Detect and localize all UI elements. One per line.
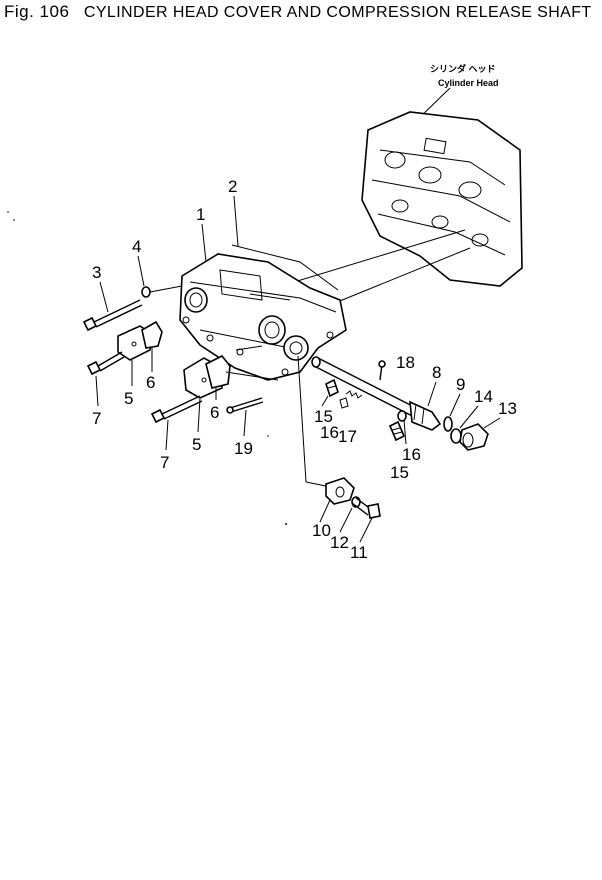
spring-17 bbox=[345, 390, 363, 399]
callout-19: 19 bbox=[234, 439, 253, 458]
leader-lever bbox=[297, 355, 307, 483]
cover-gasket bbox=[231, 244, 339, 291]
knob-13 bbox=[459, 423, 489, 451]
washer-16-lower bbox=[397, 410, 407, 422]
figure-header: Fig. 106 CYLINDER HEAD COVER AND COMPRES… bbox=[4, 2, 602, 28]
lever-10 bbox=[325, 477, 355, 505]
gasket-6-upper bbox=[141, 320, 163, 349]
leader-19 bbox=[243, 409, 247, 437]
leader-10 bbox=[319, 499, 331, 523]
callout-14: 14 bbox=[474, 387, 493, 406]
figure-title: CYLINDER HEAD COVER AND COMPRESSION RELE… bbox=[83, 4, 592, 21]
callout-3: 3 bbox=[92, 263, 101, 282]
callout-16-lower: 16 bbox=[402, 445, 421, 464]
callout-15-upper: 15 bbox=[314, 407, 333, 426]
cylinder-head-label-jp: シリンダ ヘッド bbox=[430, 63, 496, 74]
callout-6-upper: 6 bbox=[146, 373, 155, 392]
callout-18: 18 bbox=[396, 353, 415, 372]
leader-9 bbox=[449, 393, 461, 417]
leader-6-lower bbox=[225, 371, 279, 381]
callout-16-upper: 16 bbox=[320, 423, 339, 442]
bolt-7-lower bbox=[150, 395, 203, 424]
gasket-6-lower bbox=[205, 354, 231, 389]
pin-19 bbox=[226, 397, 264, 414]
leader-2 bbox=[233, 195, 239, 247]
leader-15-upper bbox=[321, 395, 329, 407]
callout-8: 8 bbox=[432, 363, 441, 382]
pin-18 bbox=[378, 360, 386, 381]
callout-17: 17 bbox=[338, 427, 357, 446]
leader-pin bbox=[235, 345, 263, 351]
compression-release-shaft bbox=[311, 356, 442, 431]
cylinder-head-cover bbox=[179, 253, 347, 381]
leader-11 bbox=[359, 517, 373, 543]
bolt-11 bbox=[351, 497, 381, 519]
callout-10: 10 bbox=[312, 521, 331, 540]
callout-4: 4 bbox=[132, 237, 141, 256]
leader-lever-bend bbox=[305, 481, 327, 487]
cylinder-head-label-en: Cylinder Head bbox=[438, 78, 499, 88]
spring-15-lower bbox=[388, 420, 406, 442]
callout-7-lower: 7 bbox=[160, 453, 169, 472]
leader-head-cover-lower bbox=[329, 247, 471, 306]
callout-1: 1 bbox=[196, 205, 205, 224]
pin-16-upper bbox=[339, 397, 349, 409]
callout-11: 11 bbox=[350, 543, 368, 562]
leader-head-cover-upper bbox=[267, 229, 466, 291]
leader-13 bbox=[483, 417, 501, 429]
o-ring-9 bbox=[443, 416, 453, 432]
callout-6-lower: 6 bbox=[210, 403, 219, 422]
callout-5-lower: 5 bbox=[192, 435, 201, 454]
leader-7-upper bbox=[95, 375, 99, 407]
callout-5-upper: 5 bbox=[124, 389, 133, 408]
cylinder-head-block bbox=[361, 111, 523, 287]
leader-1 bbox=[201, 223, 207, 263]
speck bbox=[13, 219, 15, 221]
washer-4 bbox=[141, 286, 151, 298]
speck bbox=[267, 435, 269, 437]
leader-5-lower bbox=[197, 397, 201, 433]
callout-2: 2 bbox=[228, 177, 237, 196]
leader-4-num bbox=[137, 255, 145, 287]
leader-16-lower bbox=[403, 419, 407, 445]
callout-7-upper: 7 bbox=[92, 409, 101, 428]
callout-13: 13 bbox=[498, 399, 517, 418]
leader-4 bbox=[149, 285, 183, 293]
leader-14 bbox=[459, 405, 479, 429]
leader-3 bbox=[99, 281, 109, 313]
spring-15-upper bbox=[325, 378, 339, 398]
callout-15-lower: 15 bbox=[390, 463, 409, 482]
speck bbox=[7, 211, 9, 213]
bolt-7-upper bbox=[86, 351, 125, 376]
leader-7-lower bbox=[165, 419, 169, 451]
leader-12 bbox=[339, 507, 353, 533]
figure-number: Fig. 106 bbox=[4, 2, 70, 21]
speck bbox=[285, 523, 287, 525]
bolt-3 bbox=[82, 299, 143, 332]
callout-9: 9 bbox=[456, 375, 465, 394]
leader-8 bbox=[427, 381, 437, 407]
callout-12: 12 bbox=[330, 533, 349, 552]
